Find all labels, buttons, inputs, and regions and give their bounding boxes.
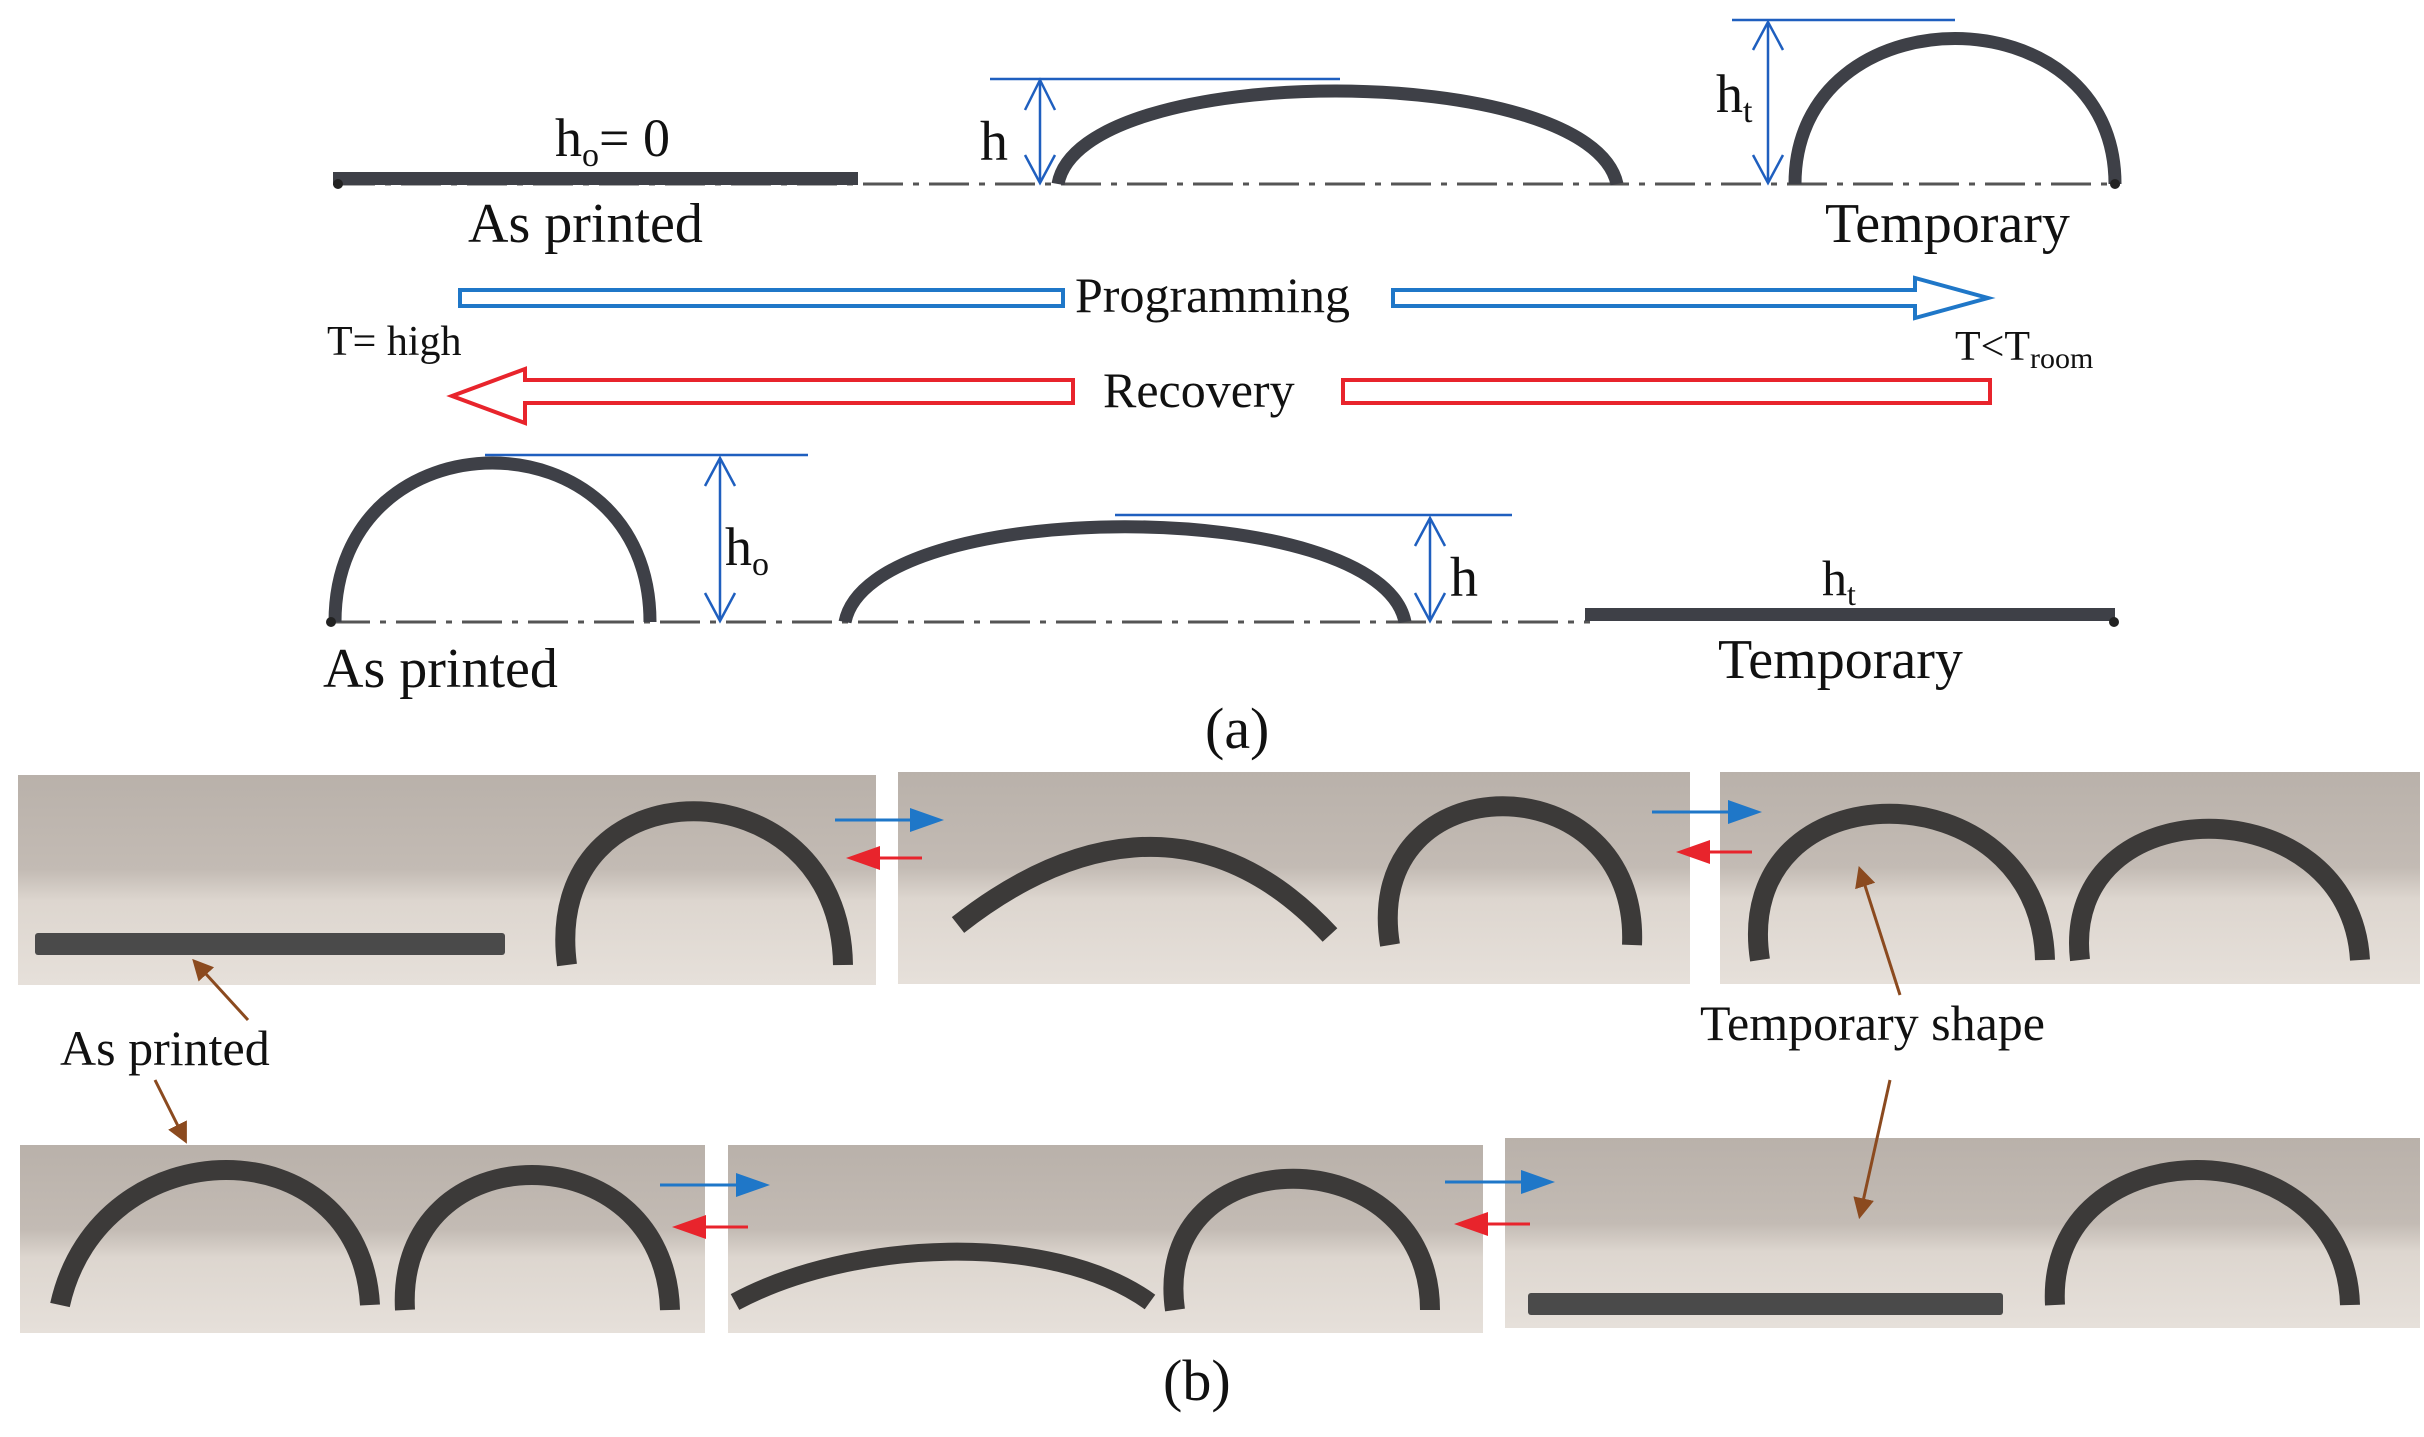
programming-label: Programming: [1075, 267, 1350, 323]
photo-flat-strip: [1528, 1293, 2003, 1315]
photo-bent-strip: [951, 836, 1338, 942]
h-label-bottom: h: [1450, 547, 1478, 609]
recovery-arrow: [446, 366, 1992, 426]
temporary-label-top: Temporary: [1825, 193, 2070, 255]
photo-arch: [555, 801, 853, 967]
process-arrows: Programming T= high T<Troom Recovery: [327, 267, 2093, 426]
photo-arch: [1377, 796, 1643, 947]
panel-a-top-row: ho= 0 As printed h ht Temporary: [333, 18, 2122, 255]
recovery-label: Recovery: [1103, 362, 1295, 418]
ht-label-bottom: ht: [1822, 550, 1856, 612]
panel-a-label: (a): [1205, 696, 1269, 761]
t-high-label: T= high: [327, 319, 462, 365]
annotation-arrows: [153, 865, 1902, 1220]
as-printed-label-bottom: As printed: [323, 638, 558, 700]
photo-direction-arrows: [660, 800, 1762, 1239]
photo-arch: [394, 1165, 680, 1311]
shallow-arc-top: [1051, 84, 1624, 186]
photo-arch: [50, 1160, 380, 1308]
tall-arch-as-printed-bottom: [328, 456, 657, 623]
photo-flat-strip: [35, 933, 505, 955]
panel-a-bottom-row: ho As printed h ht Temporary: [323, 453, 2119, 700]
h-label-top: h: [980, 111, 1008, 173]
photo-r2-2: [728, 1145, 1483, 1333]
shallow-arc-bottom: [838, 520, 1412, 624]
flat-strip-temporary: [1585, 608, 2115, 621]
as-printed-photo-label: As printed: [60, 1020, 270, 1076]
photo-r2-3: [1505, 1138, 2420, 1328]
photo-arch: [2044, 1160, 2360, 1306]
h0-equals-zero-label: ho= 0: [555, 108, 670, 174]
photo-r1-2: [898, 772, 1690, 984]
photo-r1-3: [1720, 772, 2420, 984]
temporary-label-bottom: Temporary: [1718, 629, 1963, 691]
photo-bent-strip: [730, 1242, 1156, 1310]
flat-strip-as-printed: [333, 172, 858, 185]
tall-arch-temporary-top: [1788, 32, 2122, 185]
photo-arch: [2069, 818, 2370, 962]
photo-arch: [1163, 1168, 1440, 1312]
t-room-label: T<Troom: [1955, 324, 2093, 375]
temporary-shape-photo-label: Temporary shape: [1700, 995, 2045, 1051]
panel-b-photos: As printed Temporary shape: [18, 772, 2420, 1333]
photo-r2-1: [20, 1145, 705, 1333]
as-printed-label-top: As printed: [468, 193, 703, 255]
h0-label-bottom: ho: [725, 517, 769, 583]
panel-b-label: (b): [1163, 1348, 1231, 1413]
programming-arrow: [458, 275, 1996, 321]
ht-label-top: ht: [1716, 64, 1753, 130]
photo-r1-1: [18, 775, 876, 985]
photo-arch: [1748, 803, 2055, 962]
